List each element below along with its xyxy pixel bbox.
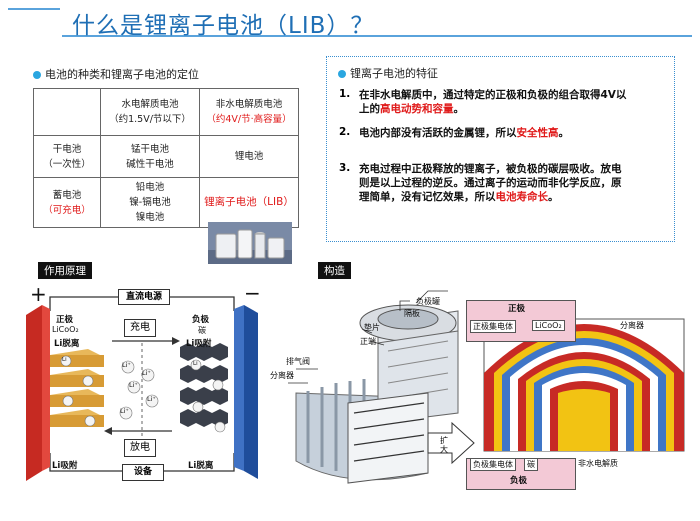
electrolyte-label: 非水电解质 (578, 459, 618, 468)
col-header-aqueous: 水电解质电池 （约1.5V/节以下） (100, 88, 200, 136)
expand-label: 扩大 (440, 436, 448, 454)
features-heading: 锂离子电池的特征 (338, 65, 438, 81)
feature-2-text: 电池内部没有活跃的金属锂，所以安全性高。 (359, 126, 649, 140)
positive-release-label: Li脱离 (54, 339, 80, 349)
charge-box: 充电 (124, 319, 156, 337)
cell-cutaway (295, 304, 459, 484)
cathode-layers (50, 349, 104, 427)
cell-text: 铅电池 (135, 182, 165, 193)
battery-types-table: 水电解质电池 （约1.5V/节以下） 非水电解质电池 （约4V/节·高容量） 干… (33, 88, 299, 228)
li-ion-label: Li⁺ (147, 395, 156, 403)
cell-text: 碱性干电池 (126, 158, 174, 170)
cell-primary-nonaqueous: 锂电池 (199, 135, 299, 178)
col-header-nonaqueous-line2: （约4V/节·高容量） (206, 114, 292, 125)
bullet-icon (338, 70, 346, 78)
table-corner (33, 88, 101, 136)
licoo2-label: LiCoO₂ (532, 320, 565, 331)
col-header-nonaqueous: 非水电解质电池 （约4V/节·高容量） (199, 88, 299, 136)
gasket-label: 垫片 (364, 323, 380, 332)
positive-collector-label: 正极集电体 (470, 320, 516, 333)
negative-material-label: 碳 (198, 326, 206, 335)
feature-2-pre: 电池内部没有活跃的金属锂，所以 (359, 127, 517, 139)
negative-collector-label: 负极集电体 (470, 458, 516, 471)
feature-3-pre: 充电过程中正极释放的锂离子，被负极的碳层吸收。放电则是以上过程的逆反。通过离子的… (359, 163, 622, 203)
neg-can-label: 负极罐 (416, 297, 440, 306)
feature-3-text: 充电过程中正极释放的锂离子，被负极的碳层吸收。放电则是以上过程的逆反。通过离子的… (359, 162, 631, 204)
li-ion-label: Li⁺ (122, 361, 131, 369)
cell-lib: 锂离子电池（LIB） (199, 177, 299, 228)
anode-layers (180, 343, 228, 427)
feature-1-text: 在非水电解质中，通过特定的正极和负极的组合取得4V以上的高电动势和容量。 (359, 88, 635, 116)
battery-types-heading: 电池的种类和锂离子电池的定位 (33, 66, 199, 82)
principle-diagram: 直流电源 + − 正极 LiCoO₂ Li脱离 Li吸附 负极 碳 Li吸附 L… (8, 281, 280, 491)
cell-secondary-aqueous: 铅电池 镍-镉电池 镍电池 (100, 177, 200, 228)
plus-sign: + (30, 282, 47, 306)
row-header-primary: 干电池 （一次性） (33, 135, 101, 178)
row-header-primary-line2: （一次性） (43, 158, 91, 170)
page-title: 什么是锂离子电池（LIB）？ (72, 13, 375, 39)
title-underline (62, 35, 692, 37)
feature-2-number: 2. (339, 126, 351, 138)
col-header-nonaqueous-line1: 非水电解质电池 (215, 99, 283, 110)
negative-absorb-label: Li吸附 (186, 339, 212, 349)
features-heading-text: 锂离子电池的特征 (350, 67, 438, 80)
feature-3-post: 。 (548, 191, 559, 203)
feature-2-post: 。 (558, 127, 570, 139)
electrode-arcs (483, 318, 685, 452)
bullet-icon (33, 71, 41, 79)
feature-1-highlight: 高电动势和容量 (380, 103, 454, 115)
device-box: 设备 (122, 464, 164, 481)
positive-material-label: LiCoO₂ (52, 325, 79, 334)
carbon-label: 碳 (524, 458, 538, 471)
feature-1-post: 。 (453, 103, 465, 115)
feature-3-number: 3. (339, 162, 351, 174)
principle-tag: 作用原理 (38, 262, 92, 279)
dc-source-box: 直流电源 (118, 289, 170, 305)
positive-electrode-label: 正极 (56, 315, 74, 325)
detail-positive-label: 正极 (508, 304, 526, 314)
row-header-primary-line1: 干电池 (52, 143, 82, 155)
row-header-secondary: 蓄电池 （可充电） (33, 177, 101, 228)
li-ion-label: Li⁺ (120, 407, 129, 415)
vent-label: 排气阀 (286, 357, 310, 366)
negative-electrode-label: 负极 (192, 315, 210, 325)
cell-primary-aqueous: 锰干电池 碱性干电池 (100, 135, 200, 178)
lib-photo (208, 222, 292, 264)
battery-types-heading-text: 电池的种类和锂离子电池的定位 (45, 68, 199, 81)
feature-1-pre: 在非水电解质中，通过特定的正极和负极的组合取得4V以上的 (359, 89, 627, 115)
row-header-secondary-line2: （可充电） (43, 204, 91, 216)
minus-sign: − (244, 281, 261, 305)
positive-terminal-label: 正端 (360, 337, 376, 346)
cell-text: 镍-镉电池 (129, 197, 171, 208)
li-atom-label: Li (62, 357, 67, 363)
detail-negative-label: 负极 (510, 476, 528, 486)
positive-absorb-label: Li吸附 (52, 461, 78, 471)
li-ion-label: Li⁺ (129, 381, 138, 389)
feature-2-highlight: 安全性高 (516, 127, 559, 139)
detail-separator-label: 分离器 (620, 321, 644, 330)
structure-tag: 构造 (318, 262, 351, 279)
discharge-box: 放电 (124, 439, 156, 457)
li-atom-label: Li (193, 361, 198, 367)
col-header-aqueous-line1: 水电解质电池 (121, 99, 179, 110)
col-header-aqueous-line2: （约1.5V/节以下） (109, 114, 191, 125)
title-bar-left-line (8, 8, 60, 38)
feature-3-highlight: 电池寿命长 (495, 191, 549, 203)
features-box (326, 56, 675, 242)
separator-label: 分离器 (270, 371, 294, 380)
row-header-secondary-line1: 蓄电池 (52, 189, 82, 201)
cell-text: 镍电池 (135, 212, 165, 223)
li-ion-label: Li⁺ (142, 369, 151, 377)
structure-graphics (288, 290, 685, 484)
feature-1-number: 1. (339, 88, 351, 100)
negative-release-label: Li脱离 (188, 461, 214, 471)
separator-plate-label: 隔板 (404, 309, 420, 318)
principle-graphics (26, 296, 258, 481)
cell-text: 锰干电池 (130, 143, 169, 155)
